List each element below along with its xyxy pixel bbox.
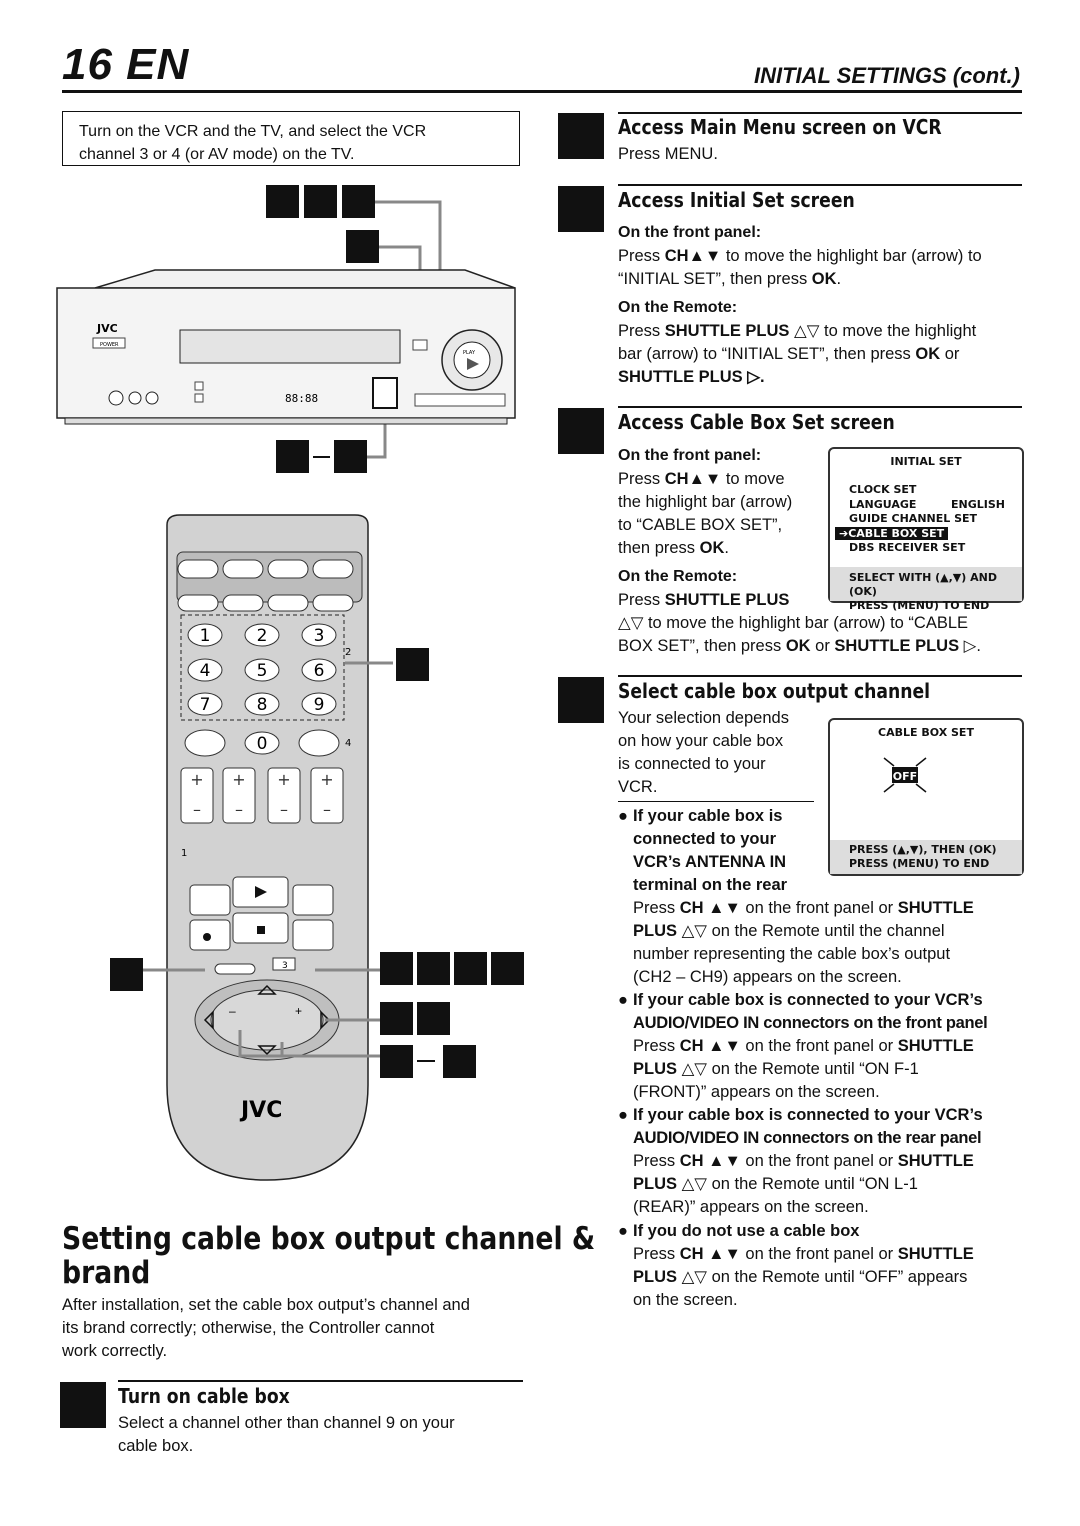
- remote-brand: JVC: [239, 1098, 282, 1123]
- vcr-brand: JVC: [96, 322, 118, 335]
- vcr-ch-buttons: [372, 377, 398, 409]
- bullet-front-av: ●If your cable box is connected to your …: [618, 991, 988, 1101]
- svg-text:8: 8: [257, 695, 268, 715]
- intro-line-2: channel 3 or 4 (or AV mode) on the TV.: [79, 146, 355, 163]
- svg-text:–: –: [193, 800, 201, 819]
- svg-text:3: 3: [314, 626, 325, 646]
- step-marker: [491, 952, 524, 985]
- svg-text:2: 2: [345, 647, 351, 658]
- step-1-text: Press MENU.: [618, 145, 718, 163]
- svg-text:OFF: OFF: [893, 770, 917, 783]
- svg-text:9: 9: [314, 695, 325, 715]
- step-marker: [380, 1045, 413, 1078]
- step-2-remote: Press SHUTTLE PLUS △▽ to move the highli…: [618, 322, 977, 386]
- cable-step-marker: [60, 1382, 106, 1428]
- step-4-marker: [558, 677, 604, 723]
- svg-text:2: 2: [257, 626, 268, 646]
- svg-text:6: 6: [314, 661, 325, 681]
- step-marker: [334, 440, 367, 473]
- svg-text:PLAY: PLAY: [463, 350, 476, 356]
- svg-text:+: +: [277, 770, 290, 789]
- svg-text:88:88: 88:88: [285, 392, 318, 405]
- step-marker: [417, 1002, 450, 1035]
- step-3-front: Press CH▲▼ to move the highlight bar (ar…: [618, 470, 793, 557]
- step-marker: [110, 958, 143, 991]
- off-indicator: OFF: [883, 757, 927, 793]
- step-3-remote: △▽ to move the highlight bar (arrow) to …: [618, 614, 981, 655]
- cable-step-text: Select a channel other than channel 9 on…: [118, 1414, 455, 1455]
- vcr-remote-illustration: JVC POWER PLAY 88:88 1 2 3 4 5 6 7 8 9 0…: [56, 185, 524, 1181]
- svg-text:5: 5: [257, 661, 268, 681]
- svg-text:+: +: [295, 1004, 302, 1018]
- svg-text:7: 7: [200, 695, 211, 715]
- step-1-marker: [558, 113, 604, 159]
- svg-text:+: +: [190, 770, 203, 789]
- bullet-rear-av: ●If your cable box is connected to your …: [618, 1106, 983, 1216]
- svg-text:–: –: [235, 800, 243, 819]
- section-title: INITIAL SETTINGS (cont.): [753, 63, 1020, 88]
- bullet-antenna: ●If your cable box is connected to your …: [618, 807, 974, 986]
- svg-text:+: +: [320, 770, 333, 789]
- svg-text:3: 3: [282, 961, 288, 971]
- step-marker: [396, 648, 429, 681]
- svg-text:0: 0: [257, 734, 268, 754]
- svg-text:4: 4: [200, 661, 211, 681]
- step-marker: [346, 230, 379, 263]
- step-4-intro: Your selection depends on how your cable…: [618, 709, 789, 796]
- page-number: 16 EN: [62, 40, 190, 89]
- svg-text:4: 4: [345, 738, 351, 749]
- header-rule: [62, 90, 1022, 93]
- step-marker: [417, 952, 450, 985]
- step-2-front: Press CH▲▼ to move the highlight bar (ar…: [618, 247, 982, 288]
- step-marker: [276, 440, 309, 473]
- bullet-no-cable-box: ●If you do not use a cable box Press CH …: [618, 1222, 974, 1309]
- page-title: Setting cable box output channel & brand: [62, 1221, 596, 1291]
- cable-step-title: Turn on cable box: [118, 1384, 290, 1408]
- step-3-marker: [558, 408, 604, 454]
- svg-text:–: –: [280, 800, 288, 819]
- step-2-marker: [558, 186, 604, 232]
- svg-text:–: –: [229, 1004, 236, 1018]
- step-marker: [380, 952, 413, 985]
- step-marker: [342, 185, 375, 218]
- step-1-title: Access Main Menu screen on VCR: [618, 115, 942, 139]
- step-2-title: Access Initial Set screen: [618, 188, 855, 212]
- step-marker: [380, 1002, 413, 1035]
- keypad: 1 2 3 4 5 6 7 8 9 0: [187, 623, 337, 755]
- svg-text:–: –: [323, 800, 331, 819]
- svg-text:1: 1: [181, 848, 187, 859]
- step-4-title: Select cable box output channel: [618, 679, 931, 703]
- intro-box: Turn on the VCR and the TV, and select t…: [62, 111, 520, 166]
- step-marker: [443, 1045, 476, 1078]
- svg-text:POWER: POWER: [100, 342, 119, 348]
- main-intro: After installation, set the cable box ou…: [62, 1296, 470, 1360]
- svg-text:1: 1: [200, 626, 211, 646]
- step-marker: [304, 185, 337, 218]
- intro-line-1: Turn on the VCR and the TV, and select t…: [79, 123, 427, 140]
- svg-text:+: +: [232, 770, 245, 789]
- step-3-title: Access Cable Box Set screen: [618, 410, 895, 434]
- step-marker: [454, 952, 487, 985]
- cable-box-set-screen: CABLE BOX SET OFF PRESS (▲,▼), THEN (OK)…: [828, 718, 1024, 876]
- step-marker: [266, 185, 299, 218]
